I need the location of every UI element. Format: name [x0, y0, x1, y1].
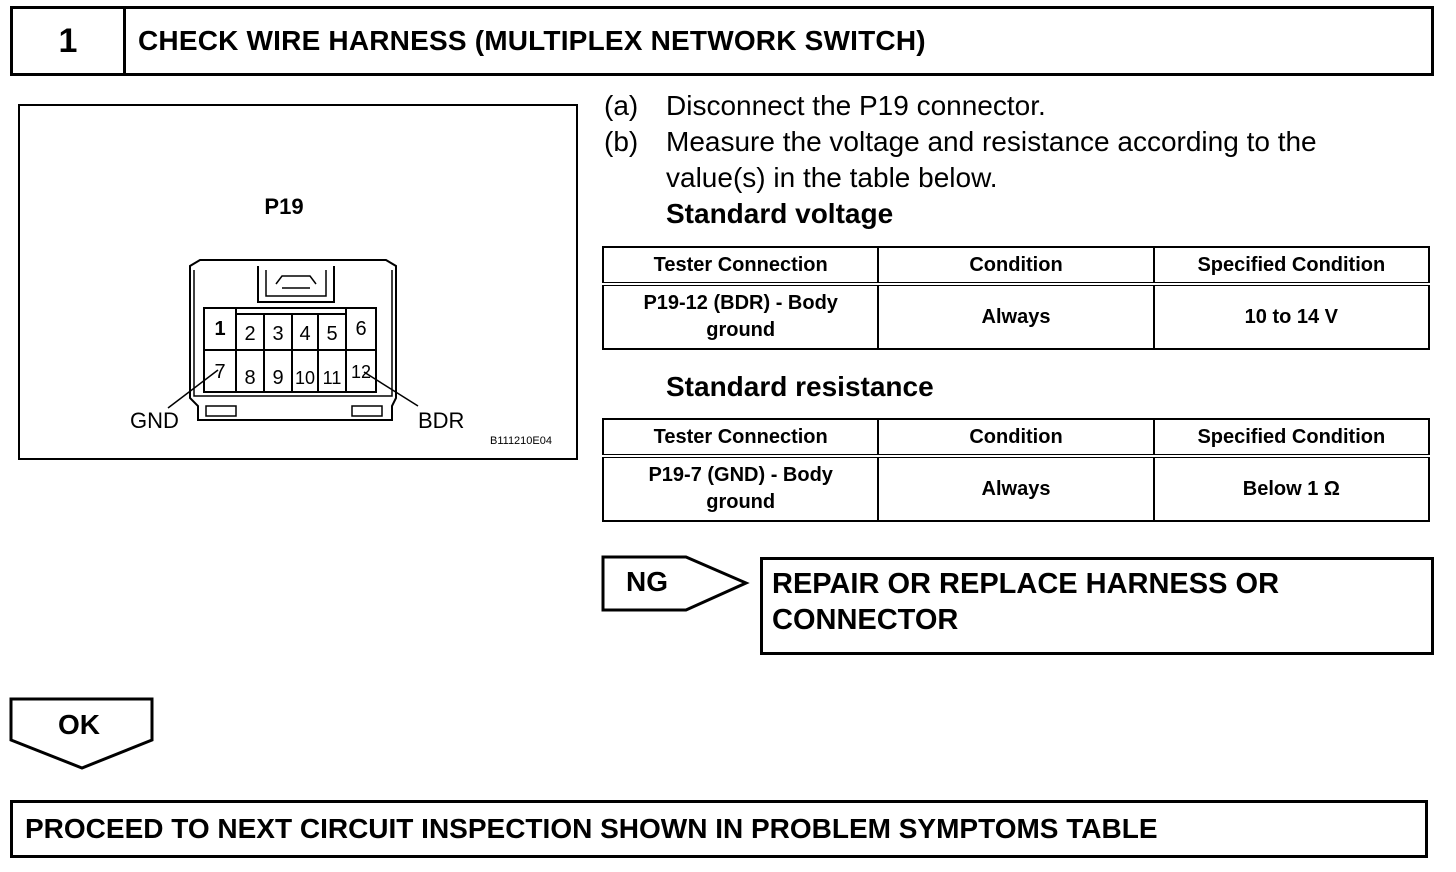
pin-number: 9	[272, 367, 283, 389]
next-step-box: PROCEED TO NEXT CIRCUIT INSPECTION SHOWN…	[10, 800, 1428, 858]
instruction-a: (a) Disconnect the P19 connector.	[604, 88, 1424, 124]
instructions: (a) Disconnect the P19 connector. (b) Me…	[604, 88, 1424, 196]
ng-action-text: REPAIR OR REPLACE HARNESS OR CONNECTOR	[772, 566, 1412, 638]
column-header: Specified Condition	[1152, 246, 1431, 286]
step-number: 1	[13, 9, 126, 73]
column-header: Condition	[877, 418, 1155, 458]
voltage-table-title: Standard voltage	[666, 198, 894, 229]
ng-label: NG	[626, 566, 668, 597]
condition-cell: Always	[877, 283, 1155, 350]
tester-connection-line: ground	[706, 319, 776, 341]
pin-number: 12	[351, 362, 371, 382]
pin-number: 1	[214, 318, 225, 340]
gnd-leader-line	[167, 369, 219, 409]
table-header-row: Tester Connection Condition Specified Co…	[601, 418, 1431, 458]
table-row: P19-7 (GND) - Body ground Always Below 1…	[601, 455, 1431, 522]
instruction-text: value(s) in the table below.	[666, 162, 998, 193]
connector-latch-inner	[265, 270, 327, 297]
table-header-row: Tester Connection Condition Specified Co…	[601, 246, 1431, 286]
instruction-b: (b) Measure the voltage and resistance a…	[604, 124, 1424, 160]
voltage-table: Tester Connection Condition Specified Co…	[601, 246, 1431, 350]
pin-number: 4	[299, 323, 310, 345]
pin-number: 10	[295, 368, 315, 388]
pin-number: 8	[244, 367, 255, 389]
tester-connection-cell: P19-7 (GND) - Body ground	[601, 455, 880, 522]
step-title: CHECK WIRE HARNESS (MULTIPLEX NETWORK SW…	[138, 25, 926, 56]
pin-numbers: 1 2 3 4 5 6 7 8 9 10 11 12	[214, 318, 371, 389]
instruction-text: Measure the voltage and resistance accor…	[666, 126, 1317, 157]
connector-inner-line	[193, 270, 393, 397]
pin-number: 2	[244, 323, 255, 345]
gnd-label: GND	[130, 408, 179, 433]
resistance-table-title: Standard resistance	[666, 371, 934, 402]
figure-code: B111210E04	[490, 435, 552, 447]
condition-cell: Always	[877, 455, 1155, 522]
tester-connection-line: P19-7 (GND) - Body	[648, 464, 833, 486]
ok-arrow-icon	[9, 697, 154, 770]
instruction-key: (a)	[604, 90, 639, 121]
bdr-label: BDR	[418, 408, 464, 433]
pin-number: 11	[323, 368, 342, 388]
connector-label: P19	[264, 194, 303, 219]
next-step-text: PROCEED TO NEXT CIRCUIT INSPECTION SHOWN…	[25, 813, 1158, 844]
tester-connection-line: P19-12 (BDR) - Body	[643, 292, 838, 314]
step-header: 1 CHECK WIRE HARNESS (MULTIPLEX NETWORK …	[10, 6, 1434, 76]
connector-housing	[189, 259, 397, 421]
specified-condition-cell: 10 to 14 V	[1152, 283, 1431, 350]
column-header: Condition	[877, 246, 1155, 286]
instruction-text: Disconnect the P19 connector.	[666, 90, 1046, 121]
instruction-b-cont: value(s) in the table below.	[604, 160, 1424, 196]
connector-drawing: P19 1 2 3 4 5 6 7	[130, 194, 552, 447]
connector-diagram: P19 1 2 3 4 5 6 7	[18, 104, 578, 460]
connector-latch	[257, 266, 335, 303]
ng-arrow-icon	[601, 555, 750, 612]
instruction-key-spacer	[604, 160, 666, 196]
resistance-table: Tester Connection Condition Specified Co…	[601, 418, 1431, 522]
instruction-key: (b)	[604, 126, 639, 157]
table-row: P19-12 (BDR) - Body ground Always 10 to …	[601, 283, 1431, 350]
pin-number: 7	[214, 361, 225, 383]
connector-foot-right	[351, 405, 383, 417]
tester-connection-cell: P19-12 (BDR) - Body ground	[601, 283, 880, 350]
bdr-leader-line	[363, 371, 419, 407]
column-header: Tester Connection	[601, 246, 880, 286]
column-header: Tester Connection	[601, 418, 880, 458]
ng-action-box	[760, 557, 1434, 655]
connector-foot-left	[205, 405, 237, 417]
pin-number: 5	[326, 323, 337, 345]
pin-number: 6	[355, 318, 366, 340]
pin-number: 3	[272, 323, 283, 345]
ng-action-line: REPAIR OR REPLACE HARNESS OR	[772, 568, 1280, 600]
ok-label: OK	[58, 709, 100, 740]
column-header: Specified Condition	[1152, 418, 1431, 458]
specified-condition-cell: Below 1 Ω	[1152, 455, 1431, 522]
pin-grid	[203, 307, 377, 393]
ng-action-line: CONNECTOR	[772, 604, 959, 636]
tester-connection-line: ground	[706, 491, 776, 513]
connector-latch-tab	[275, 275, 317, 285]
